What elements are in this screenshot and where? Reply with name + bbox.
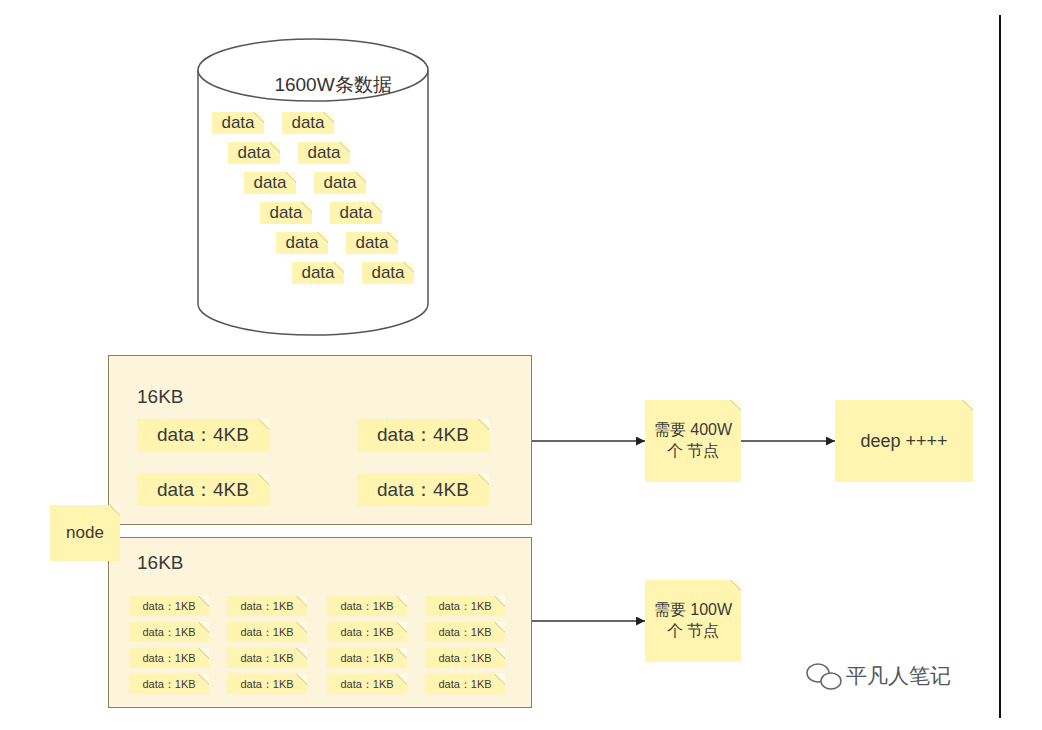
note-text: deep ++++ <box>860 431 947 452</box>
note-text: data <box>355 233 388 253</box>
database-cylinder: 1600W条数据 data data data data data data data data… <box>197 38 429 336</box>
sticky-note: data：1KB <box>327 596 407 616</box>
note-text: data <box>323 173 356 193</box>
note-text: data：1KB <box>240 651 293 666</box>
sticky-note: deep ++++ <box>835 400 973 482</box>
sticky-note: data：1KB <box>425 596 505 616</box>
note-text: data：1KB <box>142 625 195 640</box>
note-text: data <box>307 143 340 163</box>
note-text: data <box>253 173 286 193</box>
arrow-connector <box>741 440 835 441</box>
note-text: data：4KB <box>157 477 249 503</box>
sticky-note: data <box>346 232 398 254</box>
sticky-note: data：1KB <box>129 622 209 642</box>
note-text: data：4KB <box>377 477 469 503</box>
arrow-connector <box>532 440 645 441</box>
divider-line <box>999 15 1001 718</box>
note-text: data：1KB <box>438 599 491 614</box>
note-text: data：1KB <box>340 599 393 614</box>
sticky-note: data：1KB <box>327 622 407 642</box>
node-heading: 16KB <box>137 552 183 574</box>
sticky-note: data：4KB <box>137 474 269 506</box>
sticky-note: data <box>212 112 264 134</box>
node-heading: 16KB <box>137 386 183 408</box>
cylinder-body <box>198 70 428 335</box>
cylinder-top <box>198 39 428 101</box>
sticky-note: data <box>314 172 366 194</box>
sticky-note: data <box>244 172 296 194</box>
sticky-note: 需要 100W个 节点 <box>645 580 741 662</box>
note-text: data：1KB <box>142 599 195 614</box>
note-text: data：1KB <box>240 625 293 640</box>
sticky-note: data：1KB <box>227 622 307 642</box>
sticky-note: data：1KB <box>227 674 307 694</box>
sticky-note: data：1KB <box>425 674 505 694</box>
sticky-note: data：4KB <box>137 419 269 451</box>
sticky-note: data：1KB <box>327 648 407 668</box>
sticky-note: data：1KB <box>327 674 407 694</box>
note-text: data：1KB <box>240 599 293 614</box>
sticky-note: data：1KB <box>129 648 209 668</box>
note-text: data：1KB <box>438 677 491 692</box>
sticky-note: data <box>362 262 414 284</box>
note-text: data：1KB <box>142 651 195 666</box>
sticky-note: data：1KB <box>425 648 505 668</box>
sticky-note: node <box>50 505 120 561</box>
page-node-box: 16KB data：1KB data：1KB data：1KB data：1KB data… <box>108 537 532 708</box>
note-text: data：1KB <box>240 677 293 692</box>
note-text: node <box>66 523 104 543</box>
wechat-icon <box>821 673 841 689</box>
sticky-note: data <box>292 262 344 284</box>
note-text: data <box>285 233 318 253</box>
note-text: data <box>371 263 404 283</box>
sticky-note: data <box>276 232 328 254</box>
note-text: data：1KB <box>340 625 393 640</box>
note-text: data <box>269 203 302 223</box>
note-text: data：4KB <box>377 422 469 448</box>
page-node-box: 16KB data：4KB data：4KB data：4KB data：4KB <box>108 355 532 525</box>
sticky-note: data：1KB <box>227 596 307 616</box>
sticky-note: data：4KB <box>357 474 489 506</box>
sticky-note: data：1KB <box>129 596 209 616</box>
note-text: data：4KB <box>157 422 249 448</box>
watermark: 平凡人笔记 <box>846 662 951 690</box>
note-text: data <box>221 113 254 133</box>
note-text: 需要 100W个 节点 <box>653 600 733 642</box>
arrow-connector <box>532 620 645 621</box>
note-text: data <box>237 143 270 163</box>
sticky-note: data：1KB <box>129 674 209 694</box>
sticky-note: data <box>260 202 312 224</box>
note-text: data：1KB <box>438 625 491 640</box>
sticky-note: data：1KB <box>227 648 307 668</box>
note-text: data：1KB <box>340 651 393 666</box>
note-text: data：1KB <box>340 677 393 692</box>
sticky-note: data <box>298 142 350 164</box>
sticky-note: 需要 400W个 节点 <box>645 400 741 482</box>
node-heading: 1600W条数据 <box>237 72 429 98</box>
note-text: data <box>301 263 334 283</box>
sticky-note: data <box>330 202 382 224</box>
note-text: data <box>339 203 372 223</box>
sticky-note: data <box>282 112 334 134</box>
sticky-note: data：1KB <box>425 622 505 642</box>
note-text: data：1KB <box>142 677 195 692</box>
sticky-note: data <box>228 142 280 164</box>
sticky-note: data：4KB <box>357 419 489 451</box>
note-text: data：1KB <box>438 651 491 666</box>
note-text: 需要 400W个 节点 <box>653 420 733 462</box>
note-text: data <box>291 113 324 133</box>
